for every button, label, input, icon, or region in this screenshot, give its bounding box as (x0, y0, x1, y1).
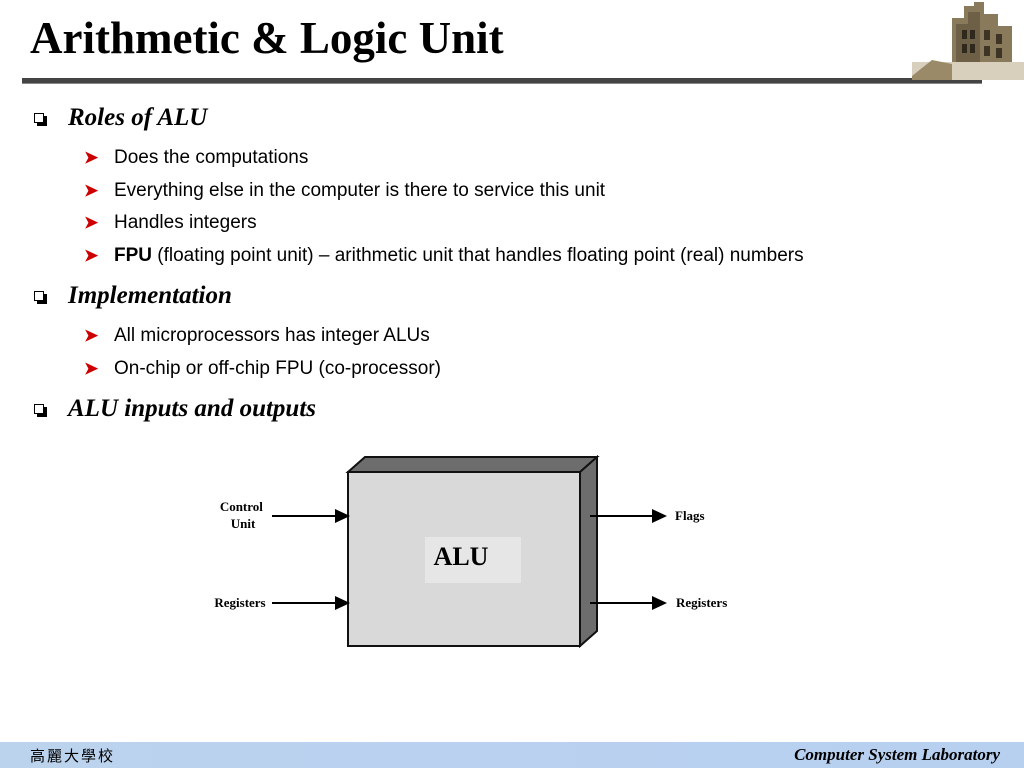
bullet-item: ➤All microprocessors has integer ALUs (30, 320, 990, 353)
input-label-registers: Registers (214, 595, 265, 610)
building-logo (912, 2, 1024, 80)
footer-bar: 高麗大學校 Computer System Laboratory (0, 742, 1024, 768)
arrow-bullet-icon: ➤ (84, 213, 99, 232)
alu-diagram: ALU Control Unit Registers Flags Registe… (214, 455, 727, 649)
output-label-registers: Registers (676, 595, 727, 610)
flags-arrowhead (652, 509, 667, 523)
output-label-flags: Flags (675, 508, 705, 523)
square-bullet-icon (34, 113, 47, 126)
registers-out-arrowhead (652, 596, 667, 610)
square-bullet-icon (34, 291, 47, 304)
slide-title: Arithmetic & Logic Unit (30, 13, 504, 63)
lab-name: Computer System Laboratory (794, 745, 1000, 764)
bullet-group: ALU inputs and outputs (30, 391, 990, 427)
registers-in-arrowhead (335, 596, 350, 610)
alu-label-box (425, 537, 521, 583)
input-label-control-unit: Control Unit (220, 499, 266, 531)
title-underline (22, 78, 982, 84)
alu-block-side (579, 455, 598, 649)
bullet-item: ➤On-chip or off-chip FPU (co-processor) (30, 353, 990, 386)
bullet-item: ➤FPU (floating point unit) – arithmetic … (30, 240, 990, 273)
bullet-group: Implementation ➤All microprocessors has i… (30, 278, 990, 385)
control-unit-arrowhead (335, 509, 350, 523)
square-bullet-icon (34, 404, 47, 417)
bullet-list: Roles of ALU ➤Does the computations➤Every… (30, 100, 990, 433)
bullet-item: ➤Does the computations (30, 142, 990, 175)
arrow-bullet-icon: ➤ (84, 245, 99, 265)
alu-label: ALU (434, 542, 489, 571)
section-heading: Implementation (30, 278, 990, 314)
arrow-bullet-icon: ➤ (84, 180, 99, 200)
arrow-bullet-icon: ➤ (84, 148, 99, 167)
arrow-bullet-icon: ➤ (84, 326, 99, 345)
section-heading: ALU inputs and outputs (30, 391, 990, 427)
section-heading: Roles of ALU (30, 100, 990, 136)
arrow-bullet-icon: ➤ (84, 358, 99, 378)
bullet-group: Roles of ALU ➤Does the computations➤Every… (30, 100, 990, 272)
alu-block-top (345, 456, 600, 473)
bullet-item: ➤Handles integers (30, 207, 990, 240)
bullet-item: ➤Everything else in the computer is ther… (30, 175, 990, 208)
university-name: 高麗大學校 (30, 747, 116, 765)
